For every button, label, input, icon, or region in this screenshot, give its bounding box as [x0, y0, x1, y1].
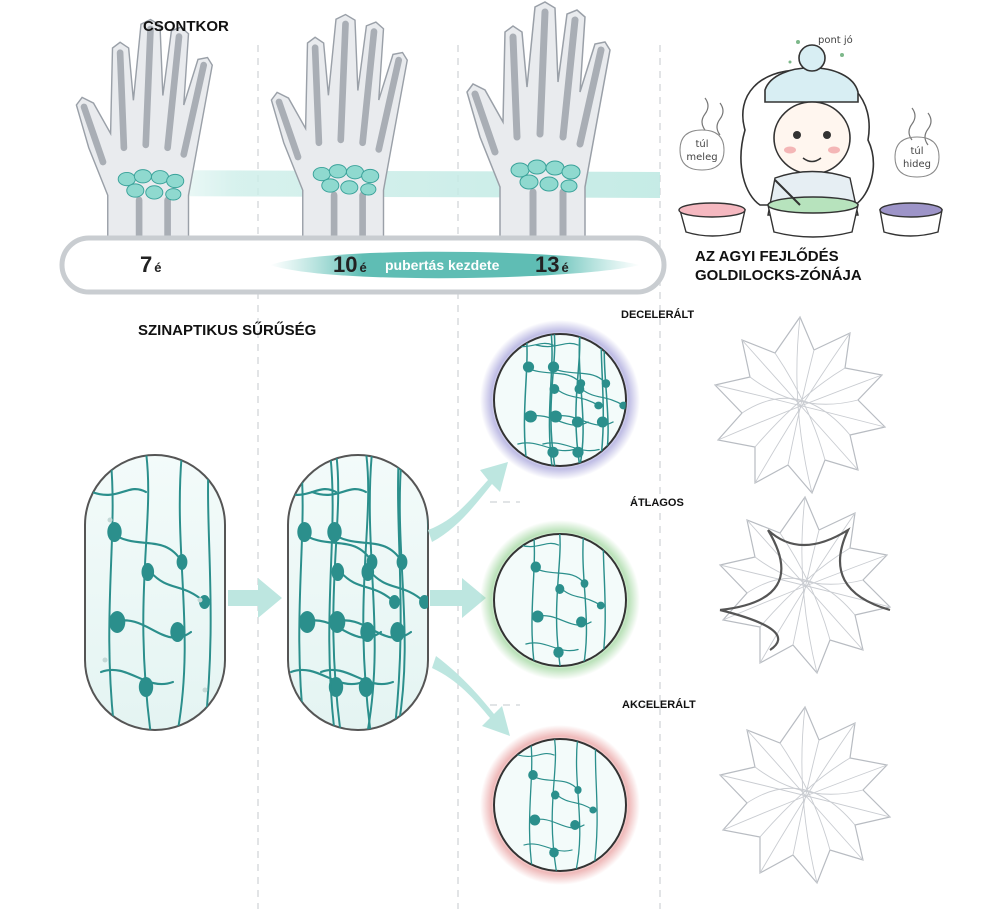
- hand-xray-7: [76, 19, 212, 247]
- accelerated-circle: [480, 725, 640, 885]
- average-circle: [480, 520, 640, 680]
- goldilocks-title-line1: AZ AGYI FEJLŐDÉS: [695, 248, 839, 265]
- goldilocks-title-line2: GOLDILOCKS-ZÓNÁJA: [695, 267, 862, 284]
- hand-xray-13: [467, 2, 610, 242]
- decelerated-label: DECELERÁLT: [621, 309, 695, 321]
- hand-xray-10: [271, 14, 407, 242]
- synapse-capsule-10: [287, 454, 429, 731]
- arrows: [228, 462, 510, 736]
- star-graph-accelerated: [719, 706, 891, 884]
- goldilocks-illustration: [678, 40, 943, 238]
- decelerated-circle: [480, 320, 640, 480]
- star-graph-average: [719, 496, 891, 674]
- puberty-label: pubertás kezdete: [385, 257, 500, 273]
- just-right-note: pont jó: [818, 35, 853, 46]
- synaptic-density-title: SZINAPTIKUS SŰRŰSÉG: [138, 322, 317, 339]
- synapse-capsule-7: [84, 454, 226, 731]
- average-label: ÁTLAGOS: [630, 497, 684, 509]
- accelerated-label: AKCELERÁLT: [622, 699, 696, 711]
- star-graph-decelerated: [714, 316, 886, 494]
- puberty-band: [270, 251, 640, 279]
- bone-age-title: CSONTKOR: [143, 18, 229, 35]
